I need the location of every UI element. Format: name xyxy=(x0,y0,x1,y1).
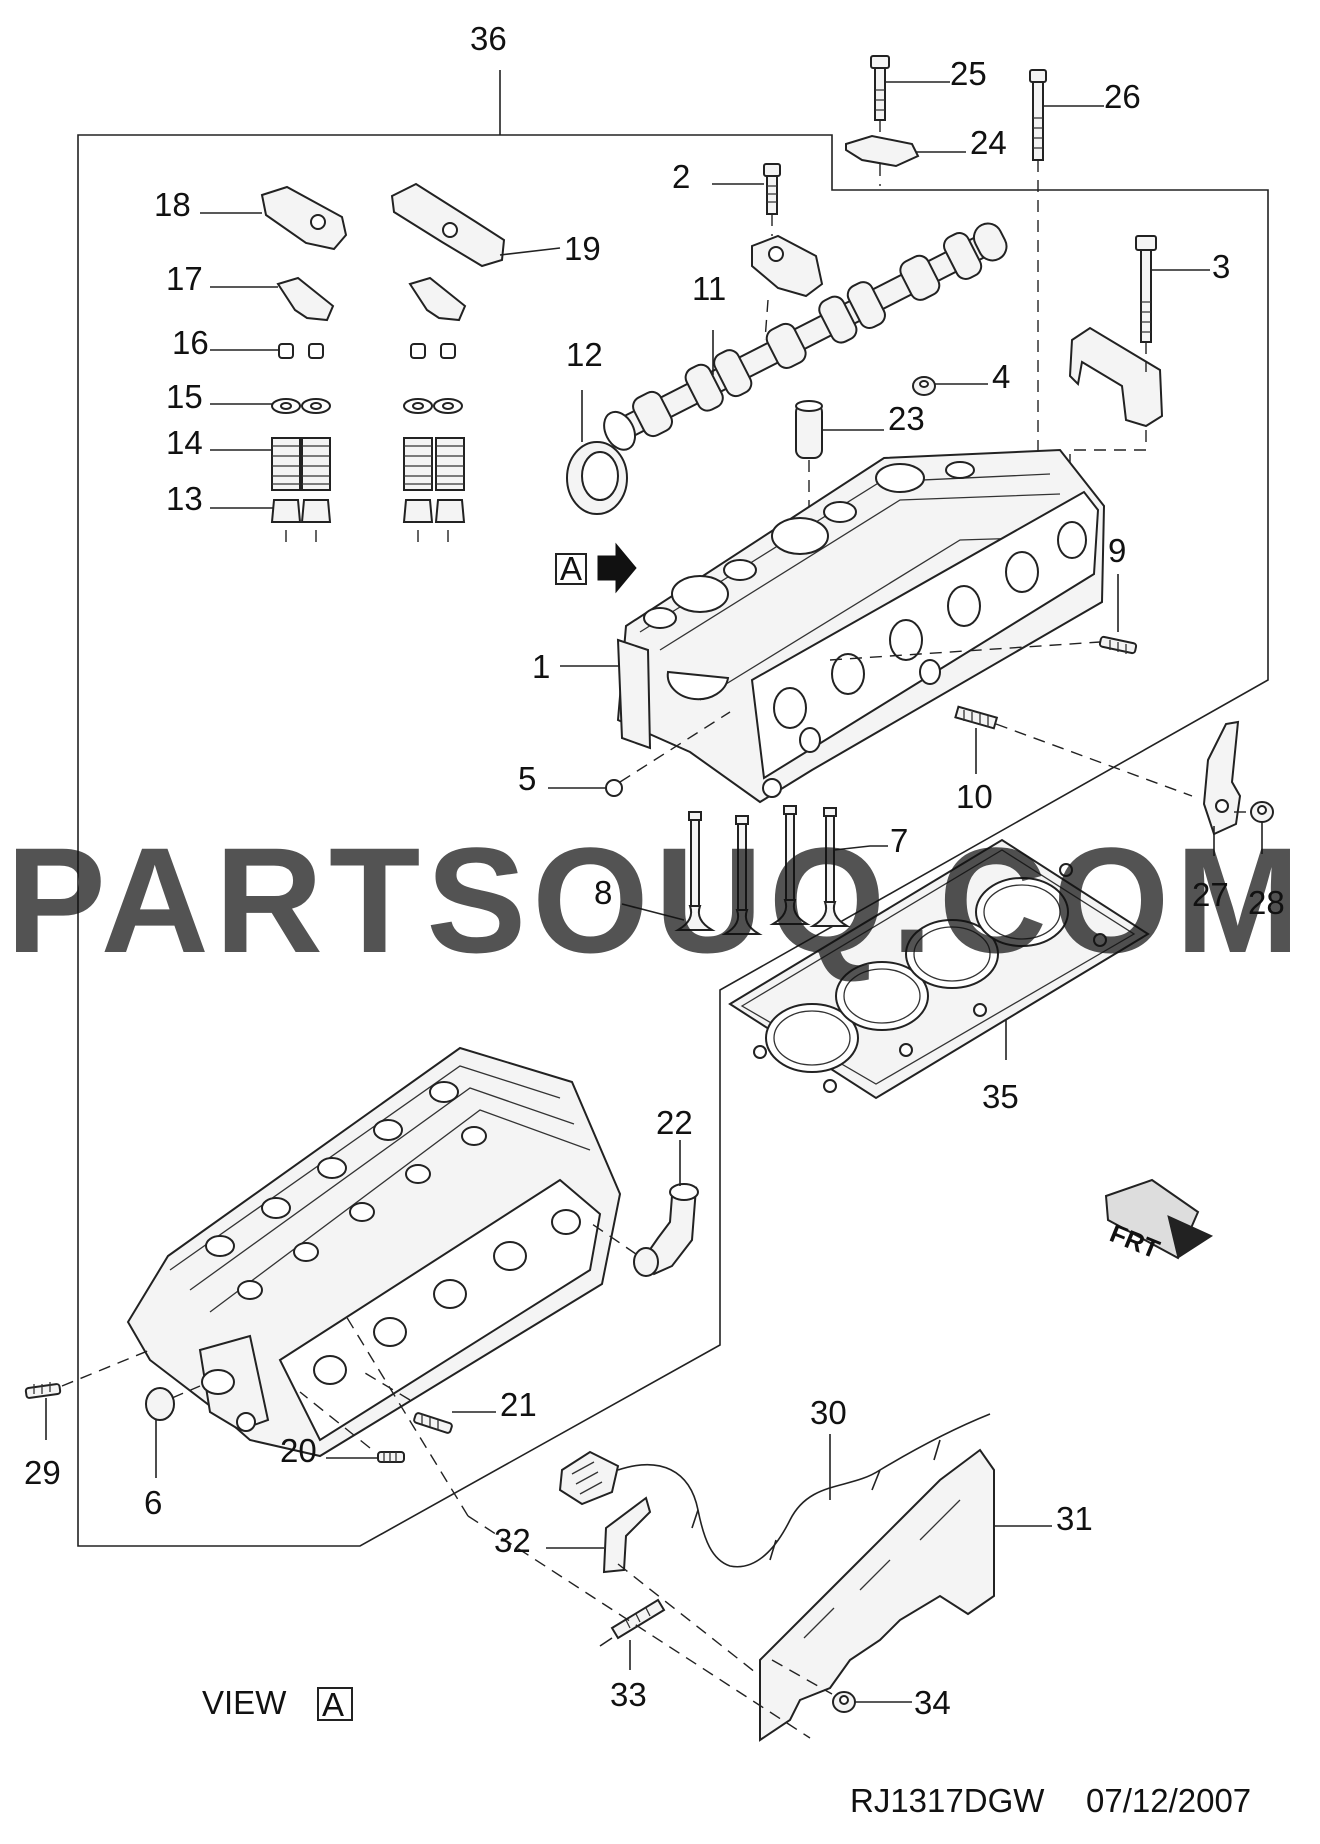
callout-4: 4 xyxy=(992,358,1010,395)
plug-6 xyxy=(145,1387,175,1421)
callout-30: 30 xyxy=(810,1394,847,1431)
callout-22: 22 xyxy=(656,1104,693,1141)
callout-3: 3 xyxy=(1212,248,1230,285)
valve-stack-3 xyxy=(402,343,434,545)
valve-stack-1 xyxy=(270,343,302,545)
callout-36: 36 xyxy=(470,20,507,57)
heat-shield-31 xyxy=(759,1448,995,1742)
arrow-a-letter: A xyxy=(560,550,582,587)
callout-8: 8 xyxy=(594,874,612,911)
glow-plug-harness-group xyxy=(345,1315,1052,1742)
bearing-cap-3 xyxy=(1068,326,1164,428)
valve-8b xyxy=(721,815,763,935)
valve-train-leaders xyxy=(200,212,561,509)
nut-28 xyxy=(1250,801,1274,823)
head-cam-journals xyxy=(643,461,975,629)
bracket-24 xyxy=(845,134,920,168)
valve-stack-4 xyxy=(433,343,466,545)
callout-16: 16 xyxy=(172,324,209,361)
callout-10: 10 xyxy=(956,778,993,815)
view-a-cam-bores xyxy=(205,1081,487,1300)
bolt-25 xyxy=(870,55,890,121)
cylinder-head-view-a xyxy=(126,1046,622,1458)
arrow-a-box xyxy=(555,553,587,585)
callout-labels: 36 25 26 24 2 18 19 3 17 11 16 12 4 15 2… xyxy=(24,20,1285,1819)
watermark: PARTSOUQ.COM xyxy=(6,816,1306,984)
valve-train-group xyxy=(200,182,561,545)
callout-1: 1 xyxy=(532,648,550,685)
valve-bridge-17b xyxy=(408,276,467,322)
callout-23: 23 xyxy=(888,400,925,437)
drawing-code: RJ1317DGW xyxy=(850,1782,1045,1819)
ball-5 xyxy=(605,779,623,797)
callout-21: 21 xyxy=(500,1386,537,1423)
stud-10 xyxy=(954,705,999,730)
leader-8 xyxy=(621,903,685,921)
bracket-27 xyxy=(1202,720,1242,836)
stud-29 xyxy=(24,1382,62,1399)
head-gasket-35 xyxy=(728,838,1150,1100)
assembly-frame xyxy=(77,134,1269,1547)
wire-harness-30 xyxy=(617,1413,991,1568)
callout-35: 35 xyxy=(982,1078,1019,1115)
valve-7b xyxy=(809,807,851,927)
callout-24: 24 xyxy=(970,124,1007,161)
callout-7: 7 xyxy=(890,822,908,859)
leader-7 xyxy=(833,845,888,851)
bolt-2 xyxy=(763,163,781,215)
drawing-date: 07/12/2007 xyxy=(1086,1782,1251,1819)
valve-stack-2 xyxy=(300,343,332,545)
callout-20: 20 xyxy=(280,1432,317,1469)
oil-seal-12 xyxy=(566,441,628,515)
valves-7-8 xyxy=(674,805,851,935)
callout-15: 15 xyxy=(166,378,203,415)
callout-17: 17 xyxy=(166,260,203,297)
nut-4 xyxy=(912,376,936,396)
valve-7a xyxy=(769,805,811,925)
callout-32: 32 xyxy=(494,1522,531,1559)
callout-28: 28 xyxy=(1248,884,1285,921)
callout-2: 2 xyxy=(672,158,690,195)
stud-20 xyxy=(377,1451,405,1463)
bolt-3 xyxy=(1135,235,1157,343)
callout-11: 11 xyxy=(692,270,726,307)
bolt-26 xyxy=(1029,69,1047,161)
hose-fitting-22 xyxy=(633,1183,699,1277)
cylinder-head-1 xyxy=(616,448,1106,804)
callout-33: 33 xyxy=(610,1676,647,1713)
callout-13: 13 xyxy=(166,480,203,517)
callout-5: 5 xyxy=(518,760,536,797)
callout-12: 12 xyxy=(566,336,603,373)
callout-14: 14 xyxy=(166,424,203,461)
callout-29: 29 xyxy=(24,1454,61,1491)
stud-9 xyxy=(1098,635,1138,655)
valve-bridge-17a xyxy=(276,276,335,322)
callout-18: 18 xyxy=(154,186,191,223)
callout-26: 26 xyxy=(1104,78,1141,115)
callout-6: 6 xyxy=(144,1484,162,1521)
view-a-label: VIEW xyxy=(202,1684,287,1721)
callout-25: 25 xyxy=(950,55,987,92)
bracket-32 xyxy=(602,1496,652,1574)
harness-connector xyxy=(558,1450,620,1506)
view-a-ports xyxy=(313,1209,581,1385)
callout-34: 34 xyxy=(914,1684,951,1721)
view-a-box xyxy=(317,1687,353,1721)
stud-21 xyxy=(413,1412,453,1434)
callout-27: 27 xyxy=(1192,876,1229,913)
view-arrow-a xyxy=(555,542,637,594)
valve-8a xyxy=(674,811,716,931)
callout-31: 31 xyxy=(1056,1500,1093,1537)
view-a-letter: A xyxy=(322,1686,344,1723)
cam-cap xyxy=(751,234,824,298)
callout-19: 19 xyxy=(564,230,601,267)
front-marker xyxy=(1104,1178,1214,1260)
callout-9: 9 xyxy=(1108,532,1126,569)
head-port-holes xyxy=(773,521,1087,753)
glow-plug-33 xyxy=(599,1598,666,1647)
rocker-arm-18 xyxy=(260,185,348,251)
camshaft-11 xyxy=(603,222,1008,451)
nut-34 xyxy=(832,1691,856,1713)
